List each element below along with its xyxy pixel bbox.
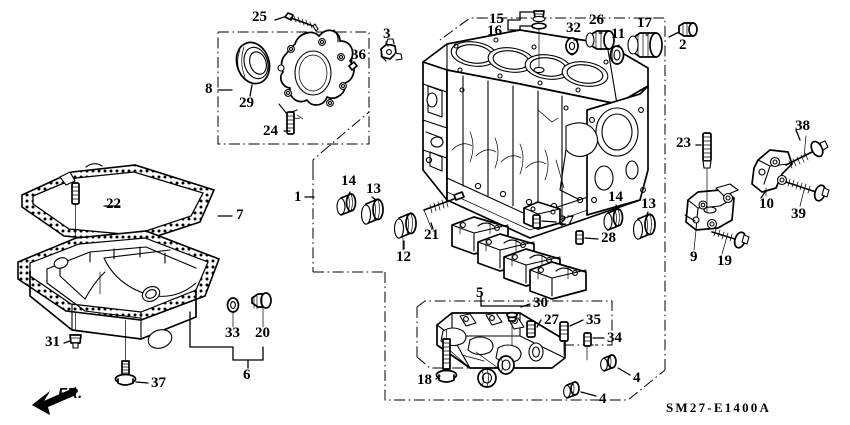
- drawing-code: SM27-E1400A: [666, 400, 772, 415]
- bracket-9: [684, 183, 739, 251]
- bearing-12: [393, 212, 417, 251]
- o-ring-11: [609, 45, 625, 65]
- callout-label-23: 23: [676, 135, 691, 151]
- washer-33: [226, 297, 240, 328]
- callout-label-27a: 27: [559, 213, 574, 229]
- bolt-19: [711, 228, 750, 255]
- callout-label-17: 17: [637, 15, 652, 31]
- drain-bolt-31: [69, 334, 82, 349]
- joint-26: [585, 30, 615, 51]
- drain-plug-20: [251, 292, 272, 328]
- callout-label-1: 1: [294, 189, 302, 205]
- bolt-18: [435, 329, 458, 383]
- callout-label-39: 39: [791, 206, 806, 222]
- washer-32: [565, 37, 579, 55]
- bolt-30: [506, 311, 518, 346]
- callout-label-29: 29: [239, 95, 254, 111]
- callout-label-13a: 13: [366, 181, 381, 197]
- bolt-25: [284, 12, 319, 32]
- callout-label-35: 35: [586, 312, 601, 328]
- oil-pump-cover-assembly: [235, 12, 358, 135]
- bearing-14-left: [336, 193, 357, 216]
- callout-label-14a: 14: [341, 173, 356, 189]
- dowel-pin-24: [286, 111, 295, 135]
- group-box-1: [312, 17, 666, 401]
- plug-15: [532, 10, 546, 23]
- bolt-37: [114, 319, 137, 386]
- cylinder-block: [422, 29, 649, 239]
- bolt-38: [785, 135, 829, 169]
- dowel-pin-35: [559, 321, 569, 356]
- oil-pan-body: [17, 230, 221, 349]
- callout-label-38: 38: [795, 118, 810, 134]
- callout-label-6: 6: [243, 367, 251, 383]
- callout-label-36: 36: [351, 47, 366, 63]
- callout-label-4b: 4: [599, 391, 607, 407]
- callout-label-5: 5: [476, 285, 484, 301]
- front-direction-label: FR.: [58, 385, 83, 402]
- bushing-4-a: [600, 354, 617, 372]
- callout-label-19: 19: [717, 253, 732, 269]
- bracket-6: [189, 311, 264, 369]
- callout-label-24: 24: [263, 123, 278, 139]
- callout-label-26: 26: [589, 12, 604, 28]
- callout-label-7: 7: [236, 207, 244, 223]
- callout-label-11: 11: [611, 26, 626, 42]
- callout-label-9: 9: [690, 249, 698, 265]
- oil-seal-29: [235, 41, 271, 85]
- callout-label-25: 25: [252, 9, 267, 25]
- dowel-pin-34: [583, 332, 592, 361]
- callout-label-30: 30: [533, 295, 548, 311]
- dowel-pin-27-upper: [532, 214, 541, 229]
- callout-label-12: 12: [396, 249, 411, 265]
- stud-bolt-23: [702, 132, 712, 213]
- callout-label-4a: 4: [633, 370, 641, 386]
- callout-label-15: 15: [489, 11, 504, 27]
- front-direction-arrow: [32, 387, 76, 415]
- leader-lines: [63, 11, 801, 397]
- plug-2: [668, 22, 698, 38]
- bearing-13-left: [360, 198, 384, 225]
- bearing-14-right: [603, 208, 624, 231]
- callout-label-31: 31: [45, 334, 60, 350]
- callout-label-3: 3: [383, 26, 391, 42]
- callout-label-16: 16: [487, 23, 502, 39]
- bolt-39: [785, 178, 830, 207]
- oil-pump-housing: [277, 29, 355, 120]
- bushing-4-b: [563, 381, 580, 399]
- dowel-pin-28: [575, 230, 584, 245]
- callout-label-27b: 27: [544, 312, 559, 328]
- dowel-pin-27-lower: [526, 320, 536, 338]
- dowel-pin-36: [348, 61, 358, 71]
- callout-label-34: 34: [607, 330, 622, 346]
- callout-label-13b: 13: [641, 196, 656, 212]
- main-bearing-caps: [451, 201, 587, 300]
- callout-label-28: 28: [601, 230, 616, 246]
- callout-label-32: 32: [566, 20, 581, 36]
- callout-label-33: 33: [225, 325, 240, 341]
- group-box-8: [217, 31, 370, 145]
- bearing-13-right: [632, 213, 656, 240]
- callout-label-20: 20: [255, 325, 270, 341]
- callout-label-14b: 14: [608, 189, 623, 205]
- callout-label-18: 18: [417, 372, 432, 388]
- callout-label-37: 37: [151, 375, 166, 391]
- callout-label-2: 2: [679, 37, 687, 53]
- callout-label-21: 21: [424, 227, 439, 243]
- callout-label-10: 10: [759, 196, 774, 212]
- bracket-10: [751, 149, 793, 197]
- stud-bolt-21: [423, 191, 465, 231]
- callout-label-22: 22: [106, 196, 121, 212]
- joint-17: [627, 32, 663, 58]
- callout-label-8: 8: [205, 81, 213, 97]
